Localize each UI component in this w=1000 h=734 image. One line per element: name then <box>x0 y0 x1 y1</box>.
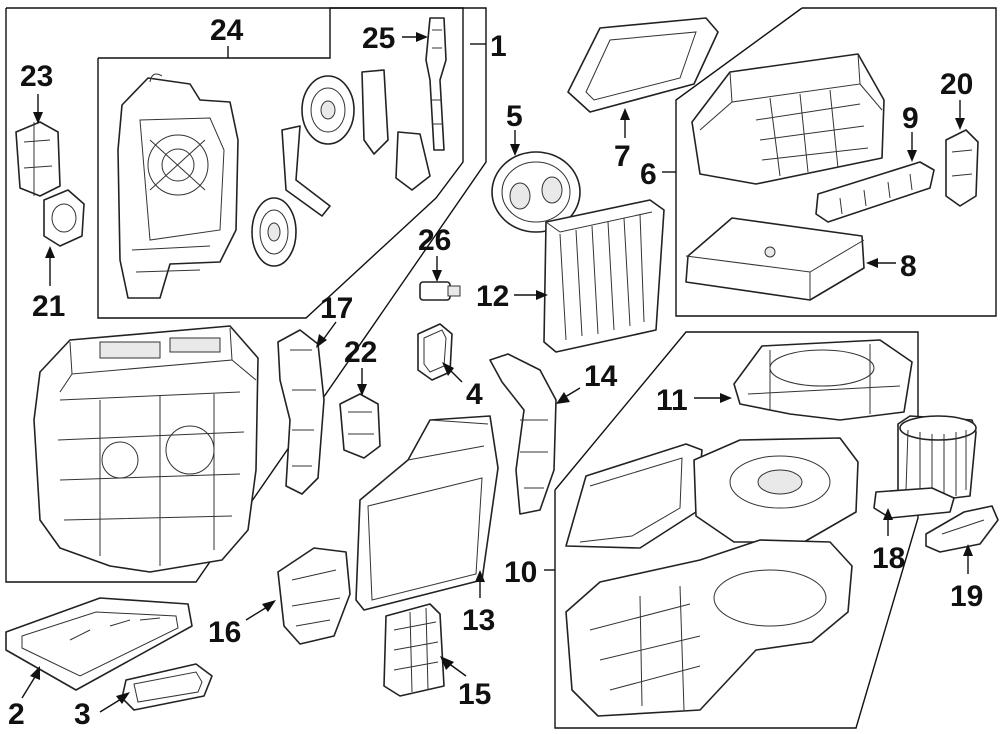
part-20-resistor <box>945 129 979 207</box>
part-10-lower-case <box>565 539 853 717</box>
callout-26: 26 <box>418 224 451 257</box>
part-24-gear-lower <box>251 197 297 267</box>
callout-19: 19 <box>950 580 983 613</box>
part-11-upper-case <box>733 339 913 421</box>
part-9-bracket <box>815 161 935 223</box>
callout-2: 2 <box>8 698 25 729</box>
part-12-heater-core <box>543 199 665 353</box>
callout-14: 14 <box>584 360 618 393</box>
callout-24: 24 <box>210 14 244 47</box>
part-24-levers <box>281 69 431 217</box>
callout-4: 4 <box>466 378 483 411</box>
callout-13: 13 <box>462 604 495 637</box>
callout-6: 6 <box>640 158 657 191</box>
callout-3: 3 <box>74 698 91 729</box>
callout-10: 10 <box>504 556 537 589</box>
group-box-6 <box>675 7 997 317</box>
part-18-blower-motor <box>873 415 977 519</box>
part-2-lower-cover <box>5 597 193 691</box>
callout-1: 1 <box>490 30 507 63</box>
callout-17: 17 <box>320 292 353 325</box>
callout-15: 15 <box>458 678 491 711</box>
part-5-filter-door <box>491 151 581 233</box>
callout-20: 20 <box>940 68 973 101</box>
callout-5: 5 <box>506 100 523 133</box>
callout-labels: 1 23 24 25 21 5 7 6 20 9 8 26 12 17 22 4… <box>8 14 983 731</box>
callout-16: 16 <box>208 616 241 649</box>
leader-lines <box>21 32 973 713</box>
part-16-bracket <box>277 547 351 645</box>
part-3-drain-seal <box>121 663 213 711</box>
part-15-cover <box>383 603 445 697</box>
part-8-cabin-filter <box>685 217 865 301</box>
part-24-door-kit <box>117 73 239 299</box>
part-7-seal <box>567 17 719 113</box>
callout-12: 12 <box>476 280 509 313</box>
part-1-case-assembly <box>33 325 259 573</box>
group-box-10 <box>554 331 919 729</box>
part-24-gear-upper <box>301 75 355 145</box>
callout-21: 21 <box>32 290 65 323</box>
part-22-actuator <box>339 393 381 459</box>
part-25-link-lever <box>425 17 447 151</box>
callout-7: 7 <box>614 140 631 173</box>
part-17-duct-bracket <box>277 329 325 495</box>
part-19-holder <box>925 505 999 553</box>
callout-11: 11 <box>656 384 688 417</box>
part-10-mid-case <box>565 437 859 549</box>
callout-18: 18 <box>872 542 905 575</box>
part-26-sensor <box>419 281 461 301</box>
part-13-evaporator <box>355 415 499 611</box>
callout-23: 23 <box>20 60 53 93</box>
part-14-bracket <box>489 353 557 515</box>
callout-8: 8 <box>900 250 917 283</box>
callout-9: 9 <box>902 102 919 135</box>
part-6-control-unit <box>691 53 885 185</box>
part-21-actuator <box>43 189 85 247</box>
part-23-actuator <box>15 121 61 197</box>
callout-22: 22 <box>344 336 377 369</box>
group-box-24 <box>97 7 464 319</box>
callout-25: 25 <box>362 22 395 55</box>
